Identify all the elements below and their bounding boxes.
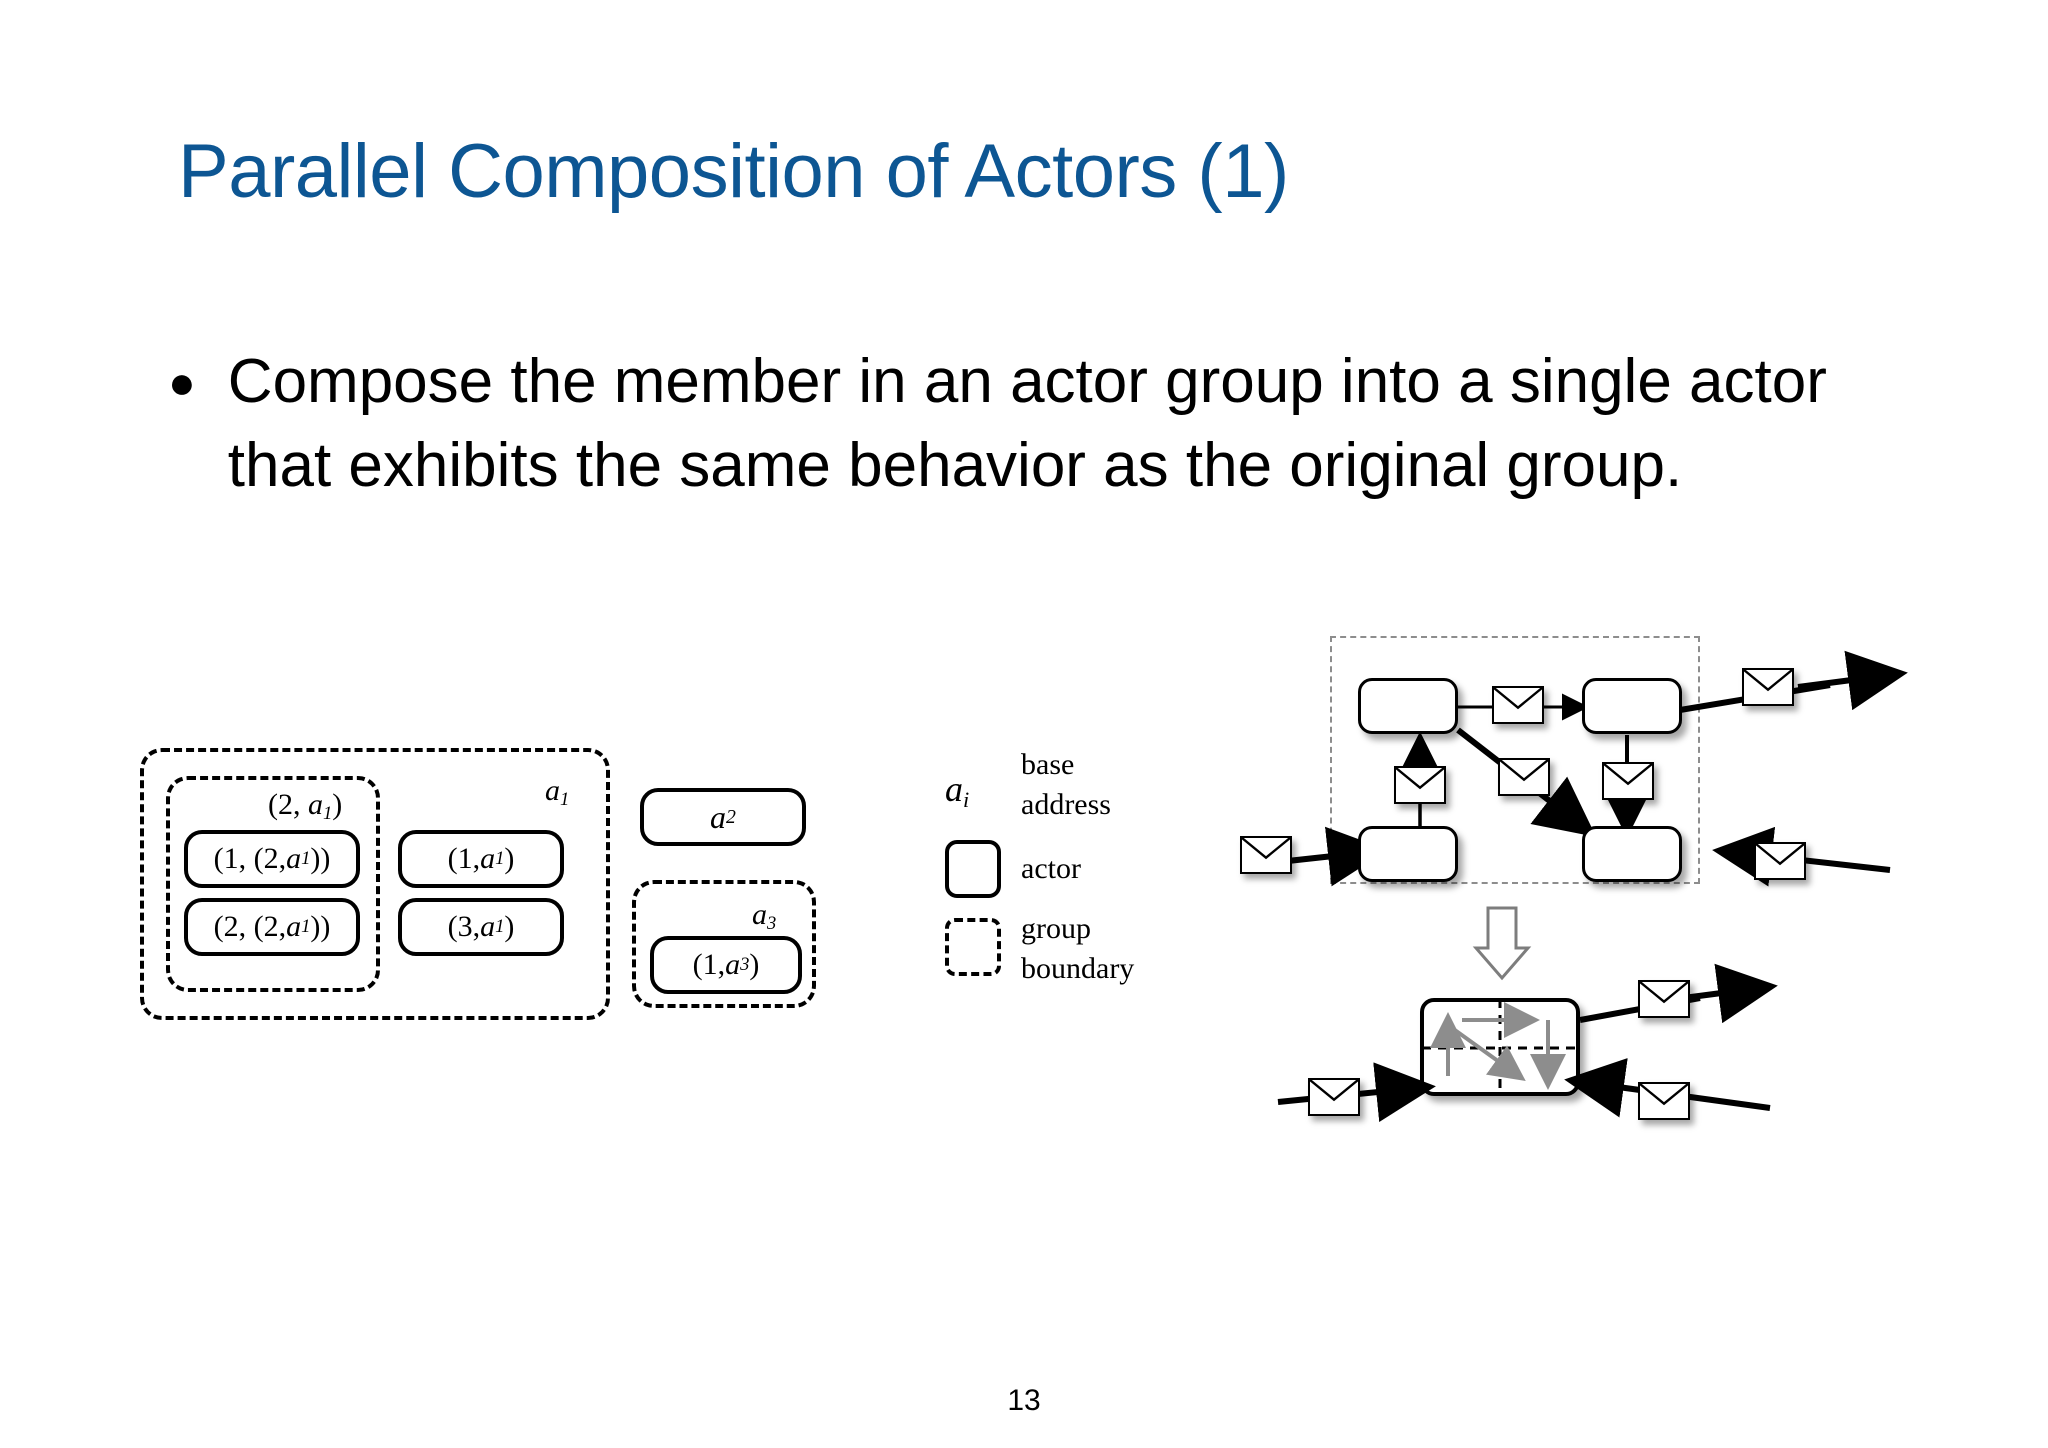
legend-symbol-ai: ai <box>945 770 969 819</box>
group-label-nested: (2, a1) <box>268 788 342 825</box>
nested-label-sub: 1 <box>323 803 333 825</box>
envelope-flap <box>1640 1084 1688 1118</box>
legend-ai-sub: i <box>963 787 970 813</box>
message-envelope-icon <box>1308 1078 1360 1116</box>
legend-group-swatch <box>945 918 1001 976</box>
page-number: 13 <box>1007 1384 1041 1417</box>
actor-label-part: (1, <box>447 842 481 875</box>
group-boundary-a3 <box>632 880 816 1008</box>
actor-label-sub: 1 <box>301 848 311 869</box>
legend-group-line1: group <box>1021 912 1091 945</box>
nested-label-prefix: (2, <box>268 788 308 821</box>
group-boundary-a1 <box>140 748 610 1020</box>
nested-label-suffix: ) <box>332 788 343 821</box>
actor-label-part: (3, <box>447 910 481 943</box>
actor-label-part: )) <box>310 842 331 875</box>
actor-label-base: a <box>286 842 302 875</box>
group-label-a3-sub: 3 <box>767 913 777 935</box>
nested-label-base: a <box>308 788 323 821</box>
bullet-text: Compose the member in an actor group int… <box>227 347 1827 500</box>
bullet-list: ● Compose the member in an actor group i… <box>168 340 1868 508</box>
envelope-flap <box>1310 1080 1358 1114</box>
actor-node[interactable] <box>1582 678 1682 734</box>
actor-node[interactable] <box>1582 826 1682 882</box>
composition-diagram <box>1230 630 2030 1150</box>
message-envelope-icon <box>1498 758 1550 796</box>
actor-a2-base: a <box>710 798 727 835</box>
group-label-a1: a1 <box>545 774 569 811</box>
actor-label-part: (1, <box>692 948 726 981</box>
actor-label-base: a <box>480 910 496 943</box>
actor-label-sub: 1 <box>301 916 311 937</box>
legend-actor-swatch <box>945 840 1001 898</box>
diagram-legend: ai base address actor group boundary <box>945 742 1245 1002</box>
actor-label-part: ) <box>749 948 760 981</box>
actor-node[interactable] <box>1358 678 1458 734</box>
legend-base-address-line2: address <box>1021 788 1111 821</box>
legend-actor-label: actor <box>1021 852 1081 885</box>
group-label-a3: a3 <box>752 898 776 935</box>
actor-label-part: ) <box>504 842 515 875</box>
actor-label-base: a <box>725 948 741 981</box>
transform-arrow-icon <box>1472 906 1532 981</box>
actor-label-part: (2, (2, <box>213 910 287 943</box>
actor-label-sub: 1 <box>495 848 505 869</box>
group-label-a1-sub: 1 <box>560 789 570 811</box>
legend-ai-base: a <box>945 769 963 809</box>
actor-label-base: a <box>286 910 302 943</box>
group-label-a1-base: a <box>545 774 560 807</box>
group-label-a3-base: a <box>752 898 767 931</box>
page-title: Parallel Composition of Actors (1) <box>178 129 1289 214</box>
actor-node[interactable] <box>1358 826 1458 882</box>
actor-label-sub: 3 <box>740 954 750 975</box>
legend-base-address-line1: base <box>1021 748 1075 781</box>
composed-actor-internals <box>1277 963 1778 1123</box>
actor-a2-sub: 2 <box>726 805 736 828</box>
message-envelope-icon <box>1638 980 1690 1018</box>
group-boundary-dotted <box>1330 636 1700 884</box>
actor-label-part: ) <box>504 910 515 943</box>
legend-group-line2: boundary <box>1021 952 1135 985</box>
bullet-marker-icon: ● <box>168 356 196 408</box>
message-envelope-icon <box>1602 762 1654 800</box>
message-envelope-icon <box>1394 766 1446 804</box>
message-envelope-icon <box>1492 686 1544 724</box>
actor-label-base: a <box>480 842 496 875</box>
message-envelope-icon <box>1742 668 1794 706</box>
message-envelope-icon <box>1638 1082 1690 1120</box>
group-boundary-nested <box>166 776 380 992</box>
actor-label-part: (1, (2, <box>213 842 287 875</box>
envelope-flap <box>1640 982 1688 1016</box>
actor-label-sub: 1 <box>495 916 505 937</box>
message-envelope-icon <box>1240 836 1292 874</box>
actor-label-part: )) <box>310 910 331 943</box>
message-envelope-icon <box>1754 842 1806 880</box>
